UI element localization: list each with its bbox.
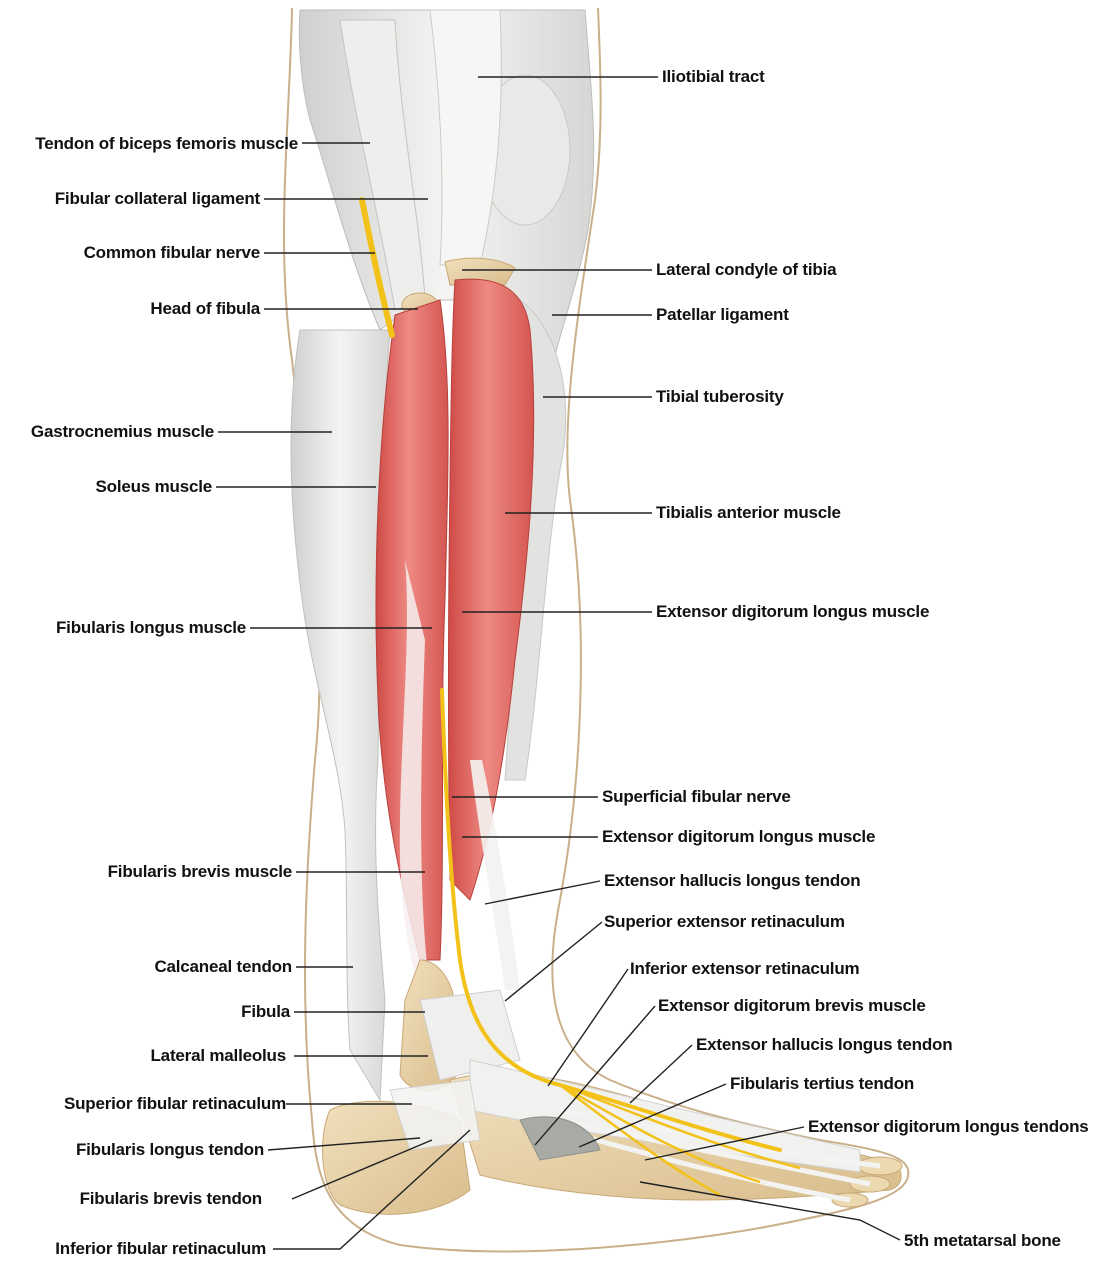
leg-anatomy-illustration — [0, 0, 1118, 1268]
